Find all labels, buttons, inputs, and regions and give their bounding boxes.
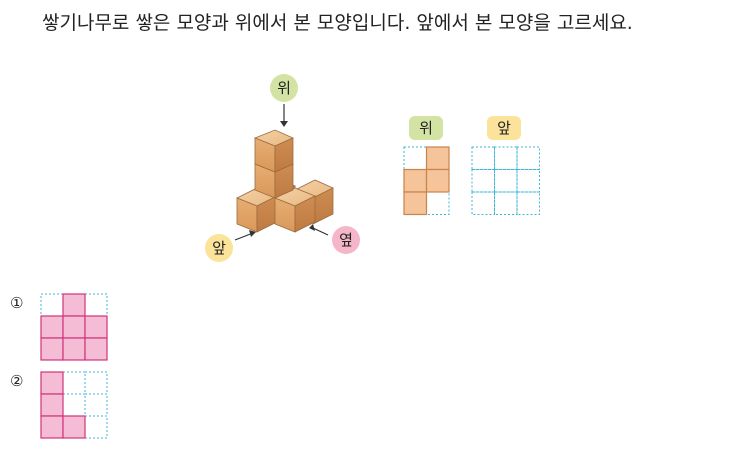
top-view-badge: 위 xyxy=(270,74,298,102)
question-text: 쌓기나무로 쌓은 모양과 위에서 본 모양입니다. 앞에서 본 모양을 고르세요… xyxy=(42,12,633,34)
filled-cell xyxy=(425,146,450,171)
filled-cell xyxy=(40,337,64,361)
filled-cell xyxy=(40,415,64,439)
grid-cell xyxy=(84,393,108,417)
grid-cell xyxy=(84,293,108,317)
grid-cell xyxy=(516,169,540,193)
filled-cell xyxy=(62,415,86,439)
front-view-label: 앞 xyxy=(487,116,521,140)
grid-cell xyxy=(403,146,427,170)
choice-1-number[interactable]: ① xyxy=(10,294,24,312)
choice-2-grid[interactable] xyxy=(40,371,110,441)
grid-cell xyxy=(516,146,540,170)
filled-cell xyxy=(62,315,86,339)
grid-cell xyxy=(516,191,540,215)
choice-2-number[interactable]: ② xyxy=(10,372,24,390)
grid-cell xyxy=(40,293,64,317)
cube xyxy=(253,129,294,173)
grid-cell xyxy=(471,169,495,193)
front-view-badge: 앞 xyxy=(205,234,233,262)
grid-cell xyxy=(84,415,108,439)
grid-cell xyxy=(494,191,518,215)
side-view-badge: 옆 xyxy=(332,226,360,254)
filled-cell xyxy=(62,337,86,361)
cube xyxy=(274,187,316,233)
top-view-label: 위 xyxy=(409,116,443,140)
filled-cell xyxy=(40,393,64,417)
filled-cell xyxy=(40,315,64,339)
filled-cell xyxy=(425,168,450,193)
grid-cell xyxy=(494,169,518,193)
choice-1-grid[interactable] xyxy=(40,293,110,363)
filled-cell xyxy=(84,315,108,339)
cube-stack-illustration xyxy=(234,104,334,241)
grid-cell xyxy=(471,191,495,215)
grid-cell xyxy=(62,371,86,395)
front-view-grid xyxy=(471,146,540,215)
grid-cell xyxy=(426,191,450,215)
cube xyxy=(254,163,294,199)
grid-cell xyxy=(62,393,86,417)
filled-cell xyxy=(62,293,86,317)
filled-cell xyxy=(84,337,108,361)
grid-cell xyxy=(84,371,108,395)
grid-cell xyxy=(494,146,518,170)
filled-cell xyxy=(403,168,428,193)
grid-cell xyxy=(471,146,495,170)
filled-cell xyxy=(40,371,64,395)
filled-cell xyxy=(403,191,428,216)
top-view-grid xyxy=(403,146,450,216)
